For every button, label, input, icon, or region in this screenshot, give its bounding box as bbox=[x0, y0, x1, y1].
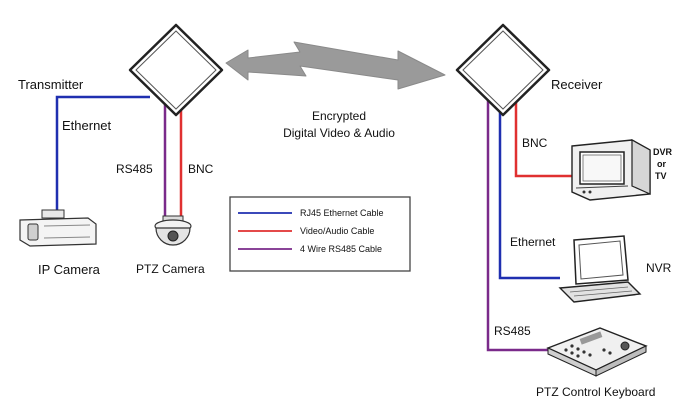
cable-legend: RJ45 Ethernet Cable Video/Audio Cable 4 … bbox=[229, 196, 411, 272]
rs485-cable-right bbox=[486, 95, 548, 352]
ethernet-cable-left bbox=[55, 95, 150, 215]
ethernet-label-left: Ethernet bbox=[62, 118, 112, 133]
dvr-label-line3: TV bbox=[655, 171, 667, 181]
ethernet-cable-right bbox=[498, 95, 560, 280]
link-label-line1: Encrypted bbox=[312, 109, 366, 123]
dvr-label-line2: or bbox=[657, 159, 666, 169]
legend-label-rs485: 4 Wire RS485 Cable bbox=[300, 244, 382, 254]
legend-label-video: Video/Audio Cable bbox=[300, 226, 374, 236]
dvr-label-line1: DVR bbox=[653, 147, 673, 157]
bnc-cable-right bbox=[514, 95, 575, 178]
receiver-antenna-icon bbox=[455, 23, 551, 117]
laptop-icon bbox=[558, 235, 642, 303]
ptz-keyboard-icon bbox=[546, 327, 648, 377]
receiver-label: Receiver bbox=[551, 77, 603, 92]
monitor-icon bbox=[571, 138, 651, 201]
rs485-label-left: RS485 bbox=[116, 162, 153, 176]
rs485-label-right: RS485 bbox=[494, 324, 531, 338]
link-label-line2: Digital Video & Audio bbox=[283, 126, 395, 140]
lightning-arrow-icon bbox=[225, 41, 446, 90]
legend-label-ethernet: RJ45 Ethernet Cable bbox=[300, 208, 384, 218]
ip-camera-label: IP Camera bbox=[38, 262, 101, 277]
transmitter-label: Transmitter bbox=[18, 77, 84, 92]
bnc-label-right: BNC bbox=[522, 136, 548, 150]
dome-camera-icon bbox=[154, 215, 192, 246]
ip-camera-icon bbox=[19, 209, 97, 247]
bnc-label-left: BNC bbox=[188, 162, 214, 176]
nvr-label: NVR bbox=[646, 261, 672, 275]
ptz-camera-label: PTZ Camera bbox=[136, 262, 205, 276]
transmitter-antenna-icon bbox=[128, 23, 224, 117]
ptz-keyboard-label: PTZ Control Keyboard bbox=[536, 385, 655, 399]
ethernet-label-right: Ethernet bbox=[510, 235, 556, 249]
